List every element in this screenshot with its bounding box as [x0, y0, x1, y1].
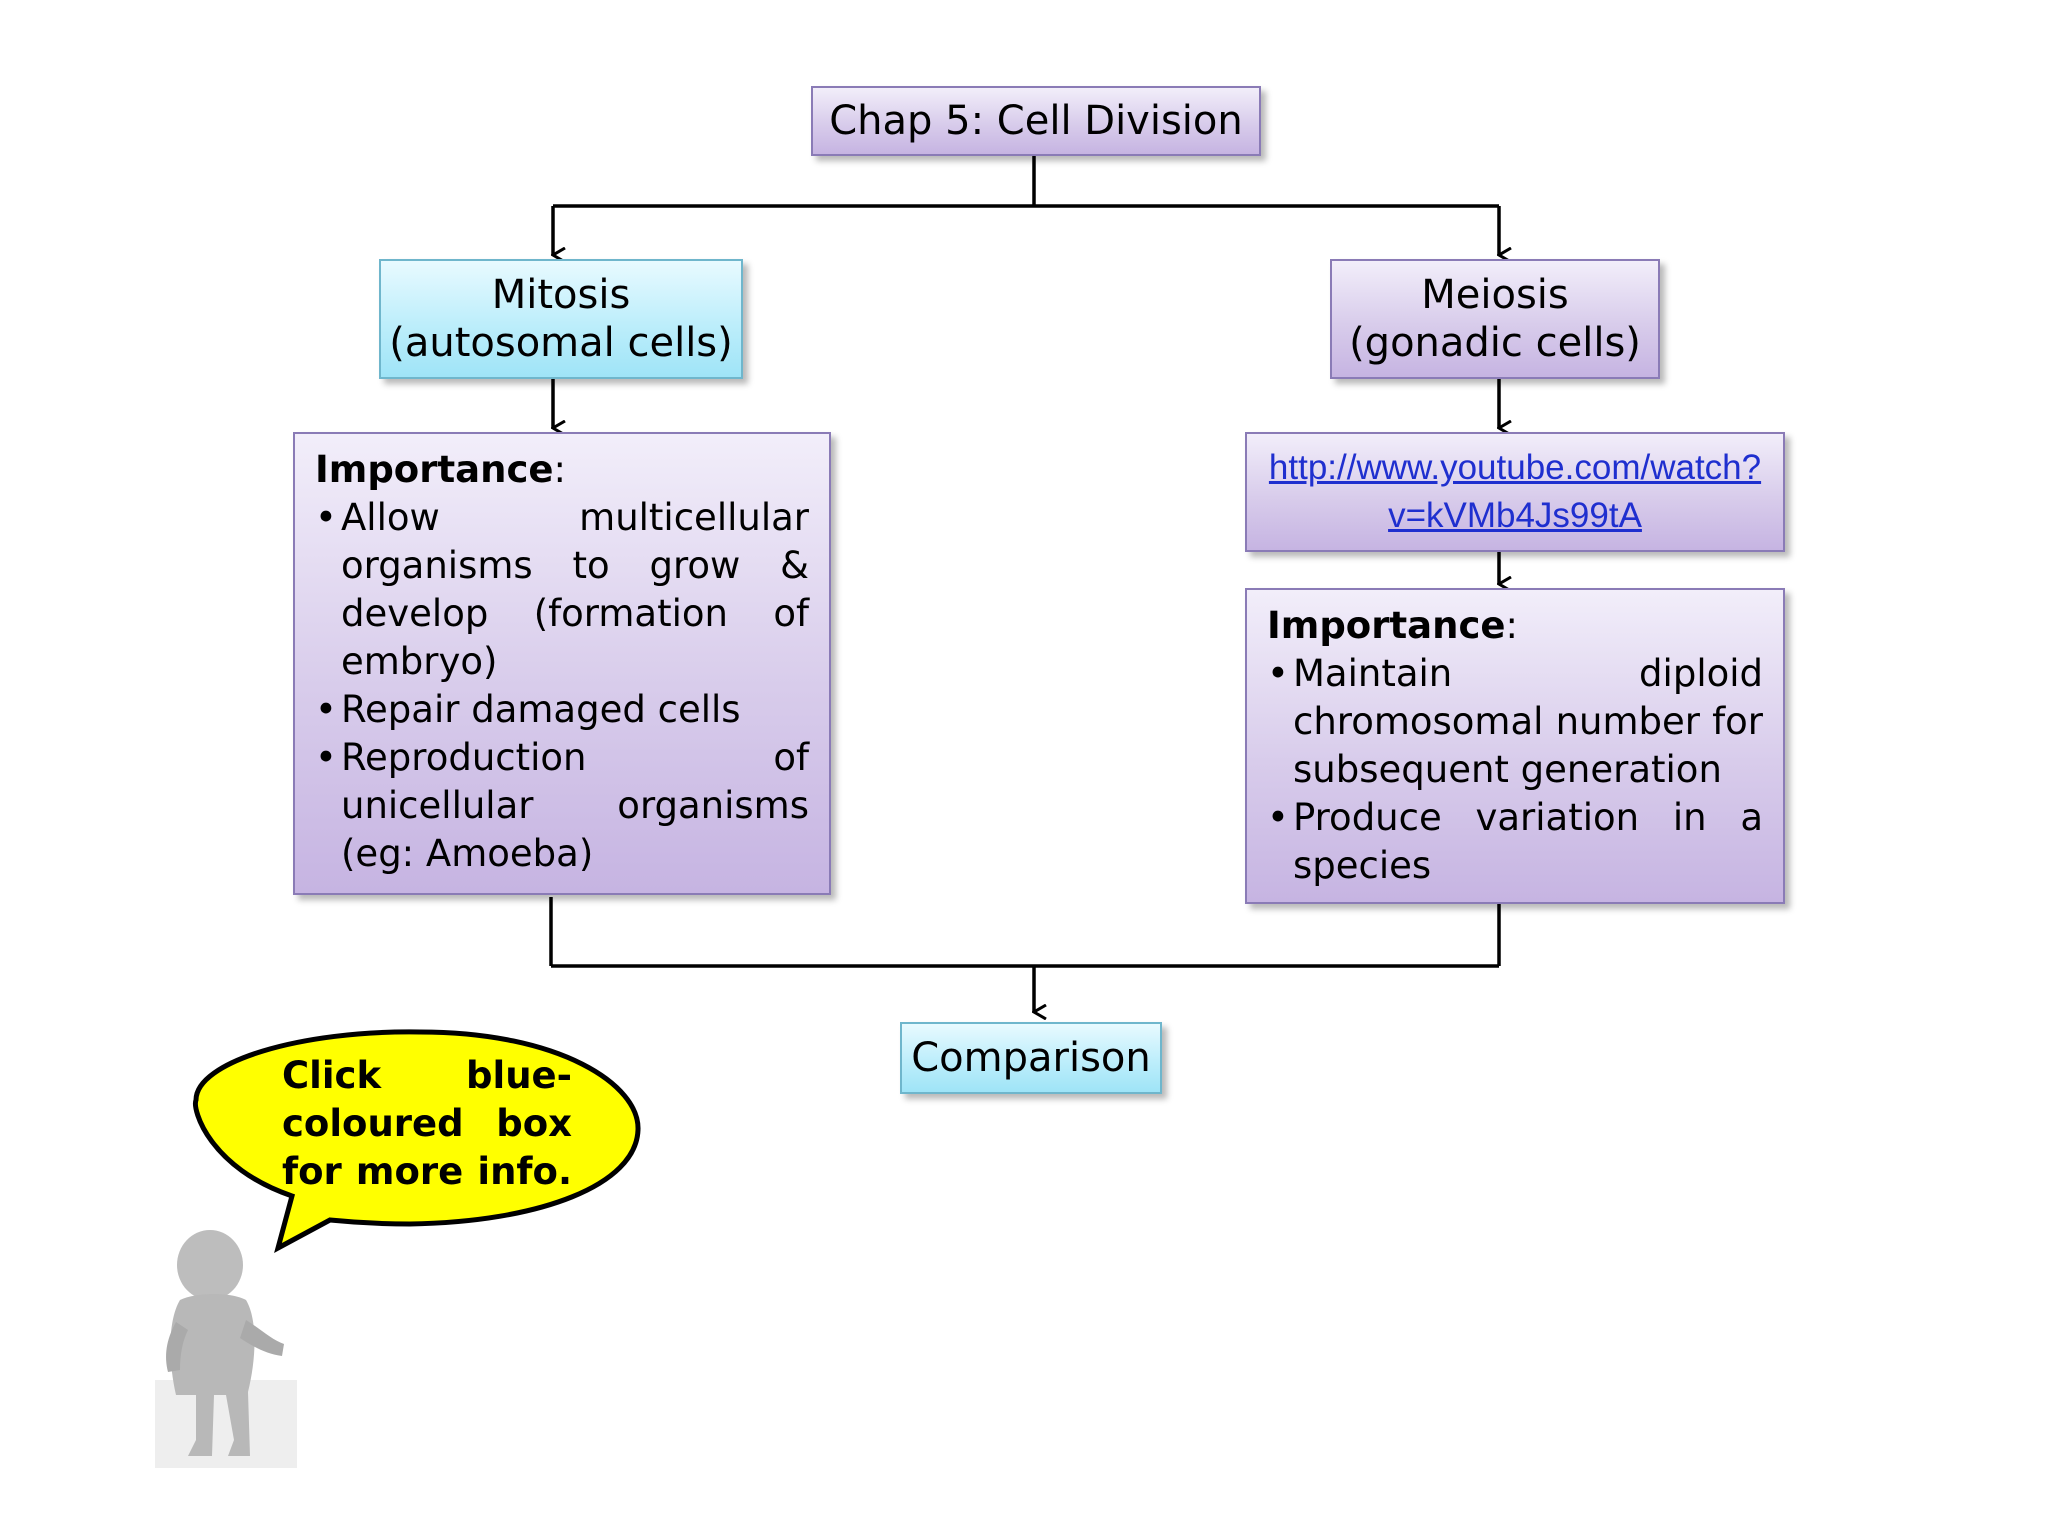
comparison-box[interactable]: Comparison [900, 1022, 1162, 1094]
list-item: Allow multicellular organisms to grow & … [315, 494, 809, 686]
speech-bubble [192, 1029, 641, 1253]
mitosis-label: Mitosis [491, 272, 631, 318]
mitosis-importance-title: Importance [315, 448, 554, 491]
comparison-label: Comparison [911, 1035, 1151, 1081]
mitosis-sublabel: (autosomal cells) [389, 320, 733, 366]
person-figure [155, 1230, 297, 1468]
diagram-title: Chap 5: Cell Division [829, 98, 1243, 144]
mitosis-importance-box: Importance: Allow multicellular organism… [293, 432, 831, 895]
meiosis-label: Meiosis [1421, 272, 1569, 318]
mitosis-importance-list: Allow multicellular organisms to grow & … [315, 494, 809, 878]
youtube-link-box[interactable]: http://www.youtube.com/watch?v=kVMb4Js99… [1245, 432, 1785, 552]
meiosis-importance-list: Maintain diploid chromosomal number for … [1267, 650, 1763, 890]
meiosis-importance-box: Importance: Maintain diploid chromosomal… [1245, 588, 1785, 904]
list-item: Reproduction of unicellular organisms (e… [315, 734, 809, 878]
meiosis-box: Meiosis (gonadic cells) [1330, 259, 1660, 379]
meiosis-importance-title: Importance [1267, 604, 1506, 647]
list-item: Repair damaged cells [315, 686, 809, 734]
meiosis-sublabel: (gonadic cells) [1349, 320, 1641, 366]
title-box: Chap 5: Cell Division [811, 86, 1261, 156]
youtube-link[interactable]: http://www.youtube.com/watch?v=kVMb4Js99… [1268, 448, 1762, 535]
mitosis-box[interactable]: Mitosis (autosomal cells) [379, 259, 743, 379]
callout-text: Click blue-coloured box for more info. [282, 1054, 572, 1193]
list-item: Produce variation in a species [1267, 794, 1763, 890]
list-item: Maintain diploid chromosomal number for … [1267, 650, 1763, 794]
